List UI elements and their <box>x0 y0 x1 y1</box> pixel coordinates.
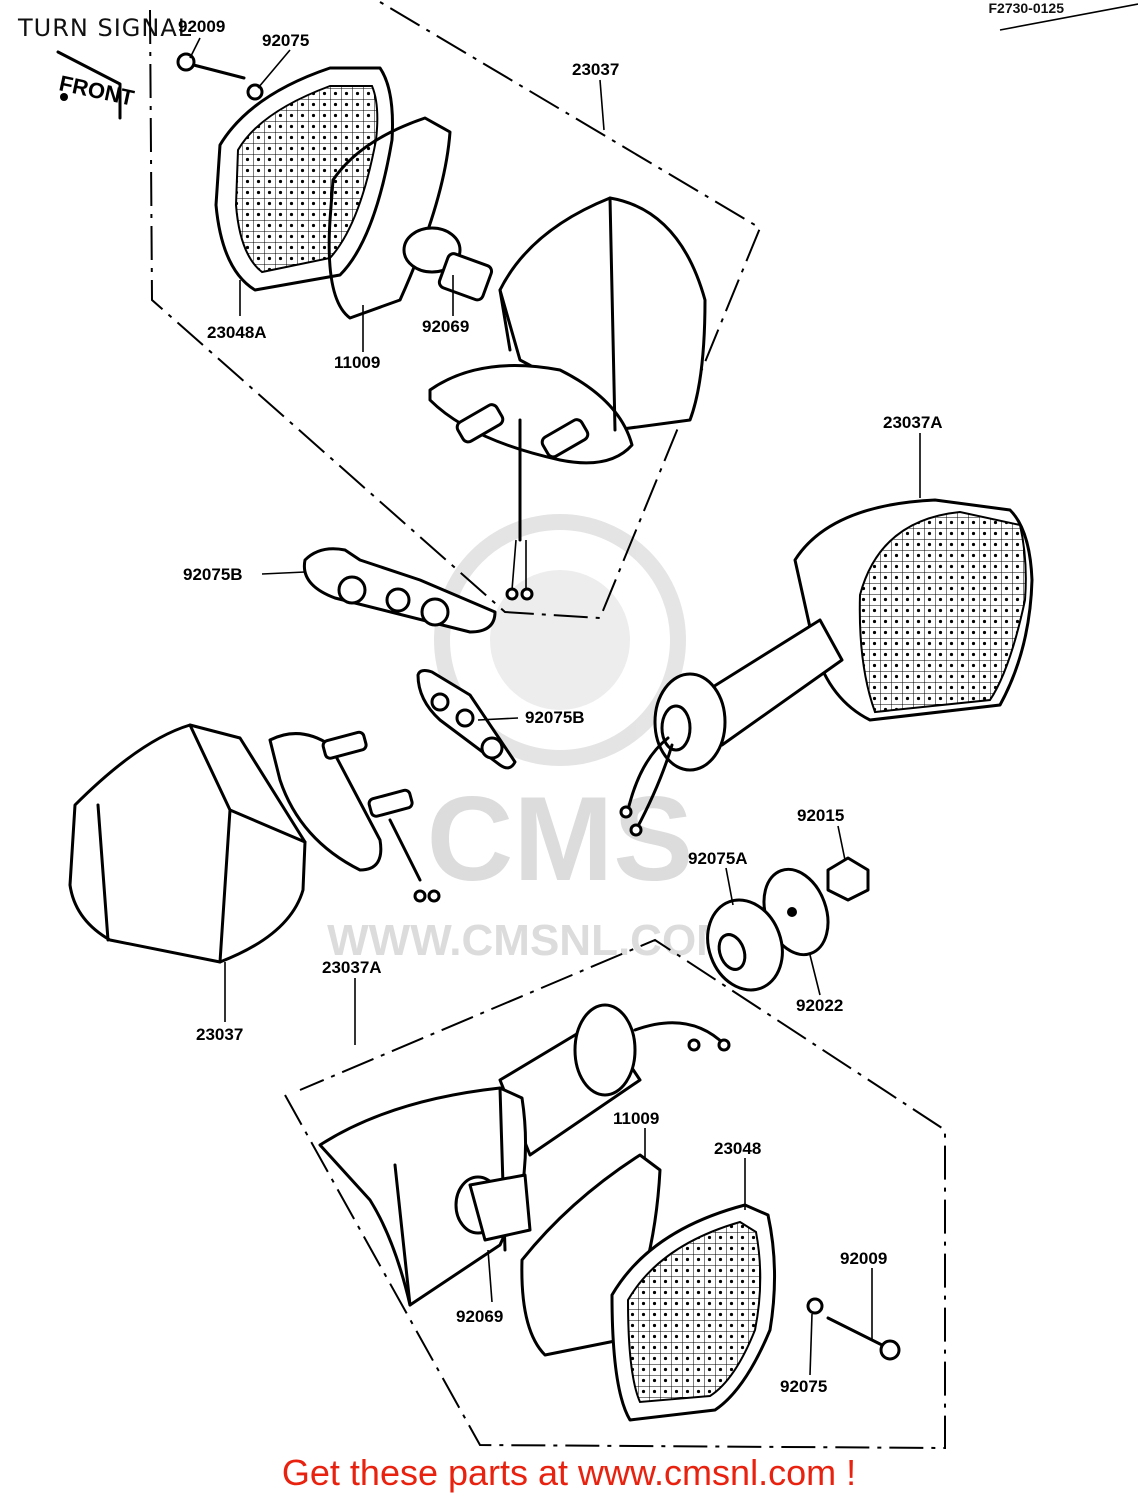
signal-23037a-right <box>619 498 1034 837</box>
label-23037-left: 23037 <box>196 1025 243 1044</box>
label-23037a-right: 23037A <box>883 413 943 432</box>
page-title: TURN SIGNAL <box>18 14 193 42</box>
label-92075-bottom: 92075 <box>780 1377 827 1396</box>
label-92009-top: 92009 <box>178 17 225 36</box>
figure-code: F2730-0125 <box>988 0 1064 16</box>
label-92075a: 92075A <box>688 849 748 868</box>
front-dot-icon <box>60 93 68 101</box>
label-23037a-bottom: 23037A <box>322 958 382 977</box>
screw-92009-bottom <box>826 1316 901 1361</box>
lower-assembly-outline <box>284 938 946 1450</box>
grommet-92075a <box>706 898 784 992</box>
pad-92075b-mid <box>416 669 517 770</box>
upper-assembly-outline <box>149 1 762 620</box>
leader-lines <box>189 37 921 1376</box>
label-23037-top: 23037 <box>572 60 619 79</box>
label-92069-bottom: 92069 <box>456 1307 503 1326</box>
housing-23037-left <box>68 723 441 964</box>
washer-92075-bottom <box>806 1297 824 1315</box>
label-92075-top: 92075 <box>262 31 309 50</box>
front-tag: FRONT <box>56 50 137 120</box>
gasket-11009-top <box>327 116 452 320</box>
bulb-92069-top <box>402 226 494 302</box>
housing-23037a-bottom <box>318 1003 731 1307</box>
label-92069-top: 92069 <box>422 317 469 336</box>
watermark: CMS WWW.CMSNL.COM <box>327 514 733 965</box>
nut-92015 <box>826 856 870 902</box>
lens-23048 <box>610 1203 777 1422</box>
label-92022: 92022 <box>796 996 843 1015</box>
screw-92009-top <box>176 52 246 80</box>
footer-link-text[interactable]: Get these parts at www.cmsnl.com ! <box>281 1452 857 1493</box>
watermark-url: WWW.CMSNL.COM <box>327 916 733 965</box>
label-92009-bottom: 92009 <box>840 1249 887 1268</box>
label-92075b-left: 92075B <box>183 565 243 584</box>
lens-23048a <box>214 66 394 292</box>
label-92015: 92015 <box>797 806 844 825</box>
gasket-11009-bottom <box>520 1153 662 1357</box>
label-92075b-mid: 92075B <box>525 708 585 727</box>
watermark-brand: CMS <box>427 772 694 906</box>
label-11009-bottom: 11009 <box>613 1109 659 1128</box>
pad-92075b-left <box>302 547 497 634</box>
washer-92075-top <box>246 83 264 101</box>
upper-right-guide <box>999 3 1138 31</box>
label-23048: 23048 <box>714 1139 761 1158</box>
label-11009-top: 11009 <box>334 353 380 372</box>
front-label: FRONT <box>57 70 137 110</box>
housing-23037-top <box>428 196 707 601</box>
label-23048a: 23048A <box>207 323 267 342</box>
